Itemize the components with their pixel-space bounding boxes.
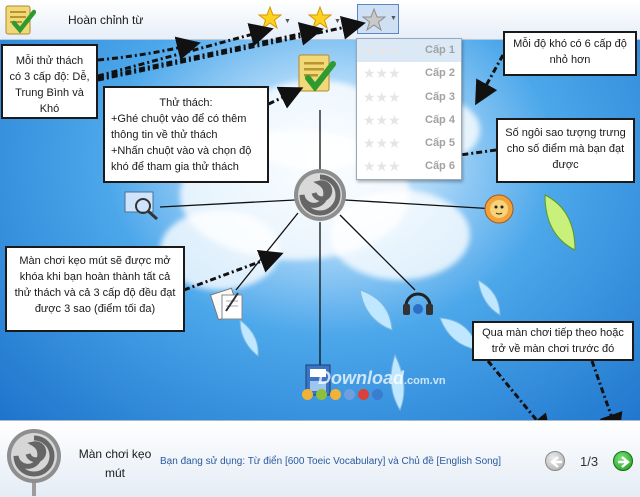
path-line bbox=[235, 212, 299, 291]
level-name: Màn chơi kẹo mút bbox=[78, 447, 152, 480]
path-line bbox=[344, 199, 497, 210]
chevron-down-icon: ▼ bbox=[284, 18, 291, 25]
level-item[interactable]: ★★★ Cấp 1 bbox=[357, 39, 461, 63]
empty-stars-icon: ★★★ bbox=[363, 88, 401, 105]
empty-stars-icon: ★★★ bbox=[363, 65, 401, 82]
empty-stars-icon: ★★★ bbox=[363, 111, 401, 128]
arrow-right-icon bbox=[618, 456, 630, 468]
navigation-callout: Qua màn chơi tiếp theo hoặc trở về màn c… bbox=[472, 321, 634, 361]
level-item[interactable]: ★★★ Cấp 4 bbox=[363, 111, 455, 128]
center-swirl-icon bbox=[294, 169, 346, 221]
arrow bbox=[97, 36, 201, 62]
callout-line: +Ghé chuột vào để có thêm thông tin về t… bbox=[111, 112, 247, 141]
lion-face-icon bbox=[484, 194, 514, 224]
level-item[interactable]: ★★★ Cấp 3 bbox=[363, 88, 455, 105]
lollipop-callout: Màn chơi kẹo mút sẽ được mở khóa khi bạn… bbox=[5, 246, 185, 332]
lollipop-icon bbox=[4, 426, 64, 497]
callout-line: +Nhấn chuột vào và chọn độ khó để tham g… bbox=[111, 144, 252, 173]
chevron-down-icon: ▼ bbox=[390, 15, 397, 22]
arrow bbox=[97, 23, 274, 78]
level-item[interactable]: ★★★ Cấp 5 bbox=[363, 135, 455, 152]
page-counter: 1/3 bbox=[580, 454, 599, 469]
easy-star-button[interactable]: ▼ bbox=[257, 5, 291, 35]
level-item[interactable]: ★★★ Cấp 2 bbox=[363, 65, 455, 82]
sublevels-callout: Mỗi độ khó có 6 cấp độ nhỏ hơn bbox=[503, 31, 637, 76]
chevron-down-icon: ▼ bbox=[334, 18, 341, 25]
empty-stars-icon: ★★★ bbox=[363, 158, 401, 175]
status-text: Bạn đang sử dụng: Từ điển [600 Toeic Voc… bbox=[160, 456, 502, 467]
arrow bbox=[486, 360, 552, 420]
stars-callout: Số ngôi sao tượng trưng cho số điểm mà b… bbox=[496, 118, 635, 183]
pen-paper-icon bbox=[209, 287, 243, 321]
arrow-left-icon bbox=[550, 456, 562, 468]
path-line bbox=[159, 199, 296, 208]
challenge-callout: Thử thách: +Ghé chuột vào để có thêm thô… bbox=[103, 86, 269, 183]
arrow bbox=[590, 360, 623, 420]
challenge-checklist-icon bbox=[298, 54, 336, 92]
challenge-checklist-icon bbox=[4, 3, 37, 42]
level-item[interactable]: ★★★ Cấp 6 bbox=[363, 158, 455, 175]
empty-stars-icon: ★★★ bbox=[363, 135, 401, 152]
leaf-decoration bbox=[239, 194, 576, 412]
difficulty-callout: Mỗi thử thách có 3 cấp độ: Dễ, Trung Bìn… bbox=[1, 44, 98, 119]
magnifier-picture-icon bbox=[124, 191, 158, 221]
previous-button[interactable] bbox=[545, 451, 565, 471]
arrow bbox=[475, 54, 505, 106]
gold-star-icon bbox=[257, 5, 283, 30]
arrow bbox=[183, 250, 284, 292]
headphones-icon bbox=[403, 292, 433, 315]
watermark: Download.com.vn bbox=[318, 368, 446, 388]
game-title: Hoàn chỉnh từ bbox=[68, 13, 144, 27]
bottom-bar: Màn chơi kẹo mút Bạn đang sử dụng: Từ đi… bbox=[0, 420, 640, 497]
levels-dropdown[interactable]: ★★★ Cấp 1 ★★★ Cấp 2 ★★★ Cấp 3 ★★★ Cấp 4 … bbox=[356, 38, 462, 180]
arrow bbox=[255, 86, 304, 112]
arrow bbox=[97, 22, 324, 80]
path-line bbox=[339, 214, 416, 291]
arrow bbox=[97, 16, 366, 82]
empty-stars-icon: ★★★ bbox=[363, 42, 401, 58]
next-button[interactable] bbox=[613, 451, 633, 471]
callout-title: Thử thách: bbox=[159, 97, 213, 109]
